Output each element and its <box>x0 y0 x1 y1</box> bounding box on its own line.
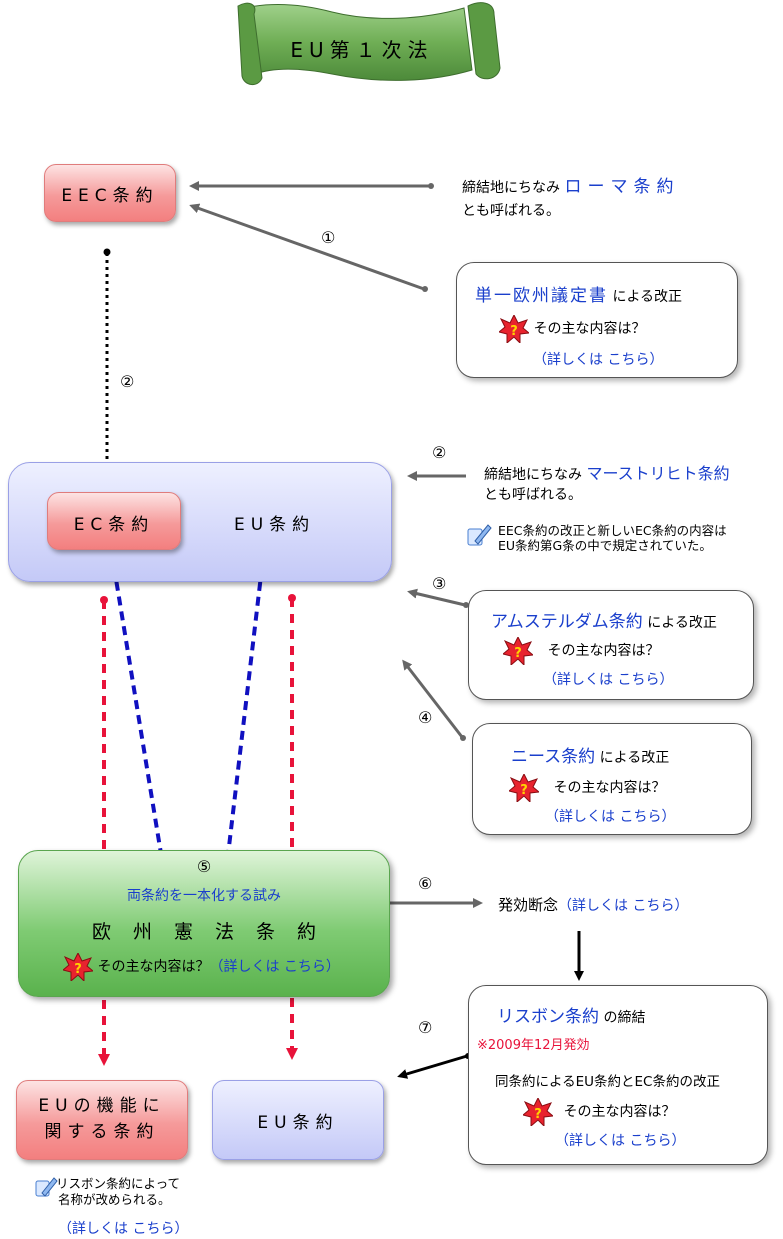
question-burst-icon: ? <box>499 315 529 343</box>
step-2-right: ② <box>432 443 447 462</box>
step-3: ③ <box>432 574 447 593</box>
memo-ec-line2: EU条約第G条の中で規定されていた。 <box>498 538 712 553</box>
eec-treaty-box[interactable]: EEC条約 <box>44 164 176 222</box>
constitution-name[interactable]: 欧州憲法条約 <box>91 921 338 943</box>
ec-label: EC条約 <box>73 515 155 535</box>
rome-suffix: とも呼ばれる。 <box>462 203 560 219</box>
nice-box: ニース条約 による改正 ? その主な内容は？ （詳しくは こちら） <box>472 723 752 835</box>
title-banner <box>237 2 501 85</box>
eu-treaty-label[interactable]: EU条約 <box>234 515 316 535</box>
memo-rename-line1: リスボン条約によって <box>56 1176 181 1191</box>
nice-question: その主な内容は？ <box>553 780 666 796</box>
constitution-box: ⑤ 両条約を一本化する試み 欧州憲法条約 ? その主な内容は？（詳しくは こちら… <box>18 850 390 997</box>
svg-text:?: ? <box>74 962 82 977</box>
tfeu-line1: EUの機能に <box>38 1096 166 1116</box>
arrow-amsterdam <box>407 588 466 607</box>
maastricht-prefix: 締結地にちなみ <box>484 467 582 483</box>
question-burst-icon: ? <box>523 1098 553 1126</box>
page-title: EU第１次法 <box>290 38 434 62</box>
eec-label: EEC条約 <box>61 186 159 206</box>
sea-box: 単一欧州議定書 による改正 ? その主な内容は？ （詳しくは こちら） <box>456 262 738 378</box>
amsterdam-question: その主な内容は？ <box>547 643 660 659</box>
step-5: ⑤ <box>196 857 212 876</box>
eu-final-box[interactable]: EU条約 <box>212 1080 384 1160</box>
svg-text:?: ? <box>534 1107 542 1122</box>
svg-text:?: ? <box>510 324 518 339</box>
question-burst-icon: ? <box>509 774 539 802</box>
maastricht-name[interactable]: マーストリヒト条約 <box>586 464 730 483</box>
amsterdam-name[interactable]: アムステルダム条約 <box>491 612 643 632</box>
memo-pen-icon <box>467 524 492 546</box>
lisbon-detail-link[interactable]: （詳しくは こちら） <box>555 1133 686 1149</box>
constitution-detail-link[interactable]: （詳しくは こちら） <box>209 959 340 975</box>
amsterdam-suffix: による改正 <box>647 615 717 631</box>
memo-rename-note: リスボン条約によって 名称が改められる。 <box>56 1176 180 1208</box>
amsterdam-detail-link[interactable]: （詳しくは こちら） <box>543 672 674 688</box>
sea-name[interactable]: 単一欧州議定書 <box>475 286 608 306</box>
lisbon-name[interactable]: リスボン条約 <box>497 1007 599 1027</box>
arrow-nice <box>402 659 464 738</box>
maastricht-note: 締結地にちなみ マーストリヒト条約 <box>484 460 730 484</box>
lisbon-question: その主な内容は？ <box>563 1104 676 1120</box>
lisbon-date: ※2009年12月発効 <box>477 1038 590 1053</box>
lisbon-box: リスボン条約 の締結 ※2009年12月発効 同条約によるEU条約とEC条約の改… <box>468 985 768 1165</box>
eu-final-label: EU条約 <box>257 1113 339 1133</box>
rome-name[interactable]: ローマ条約 <box>564 177 680 197</box>
rome-prefix: 締結地にちなみ <box>462 180 560 196</box>
sea-question: その主な内容は？ <box>533 321 646 337</box>
svg-text:?: ? <box>514 646 522 661</box>
halt-label: 発効断念 <box>498 896 559 914</box>
tfeu-box[interactable]: EUの機能に 関する条約 <box>16 1080 188 1160</box>
rome-note: 締結地にちなみ ローマ条約 <box>462 172 679 197</box>
arrow-lisbon-to-eu <box>397 1054 468 1079</box>
tfeu-line2: 関する条約 <box>44 1122 160 1142</box>
lisbon-desc: 同条約によるEU条約とEC条約の改正 <box>495 1074 720 1090</box>
question-burst-icon: ? <box>63 953 93 981</box>
question-burst-icon: ? <box>503 637 533 665</box>
memo-pen-icon <box>35 1177 58 1197</box>
nice-detail-link[interactable]: （詳しくは こちら） <box>545 809 676 825</box>
step-2-left: ② <box>120 372 135 391</box>
sea-detail-link[interactable]: （詳しくは こちら） <box>533 352 664 368</box>
memo-rename-line2: 名称が改められる。 <box>58 1192 171 1207</box>
halt-detail-link[interactable]: （詳しくは こちら） <box>558 898 689 914</box>
step-4: ④ <box>418 708 433 727</box>
constitution-sub: 両条約を一本化する試み <box>127 888 281 904</box>
step-1: ① <box>321 228 336 247</box>
halt-note: 発効断念（詳しくは こちら） <box>498 894 688 915</box>
nice-suffix: による改正 <box>599 750 670 766</box>
lisbon-suffix: の締結 <box>603 1010 646 1026</box>
step-6: ⑥ <box>418 874 433 893</box>
sea-suffix: による改正 <box>612 289 683 305</box>
memo-ec-note: EEC条約の改正と新しいEC条約の内容は EU条約第G条の中で規定されていた。 <box>498 523 727 553</box>
nice-name[interactable]: ニース条約 <box>511 747 596 767</box>
step-7: ⑦ <box>418 1018 433 1037</box>
amsterdam-box: アムステルダム条約 による改正 ? その主な内容は？ （詳しくは こちら） <box>468 590 754 700</box>
ec-treaty-box[interactable]: EC条約 <box>47 492 181 550</box>
arrow-ec-to-constitution <box>112 566 170 877</box>
arrow-eu-to-constitution <box>220 566 264 877</box>
maastricht-suffix: とも呼ばれる。 <box>484 487 582 503</box>
constitution-question: その主な内容は？ <box>97 959 210 975</box>
svg-text:?: ? <box>520 783 528 798</box>
memo-ec-line1: EEC条約の改正と新しいEC条約の内容は <box>498 523 727 538</box>
memo-rename-detail-link[interactable]: （詳しくは こちら） <box>58 1221 189 1237</box>
arrow-sea-to-eec <box>189 203 425 291</box>
